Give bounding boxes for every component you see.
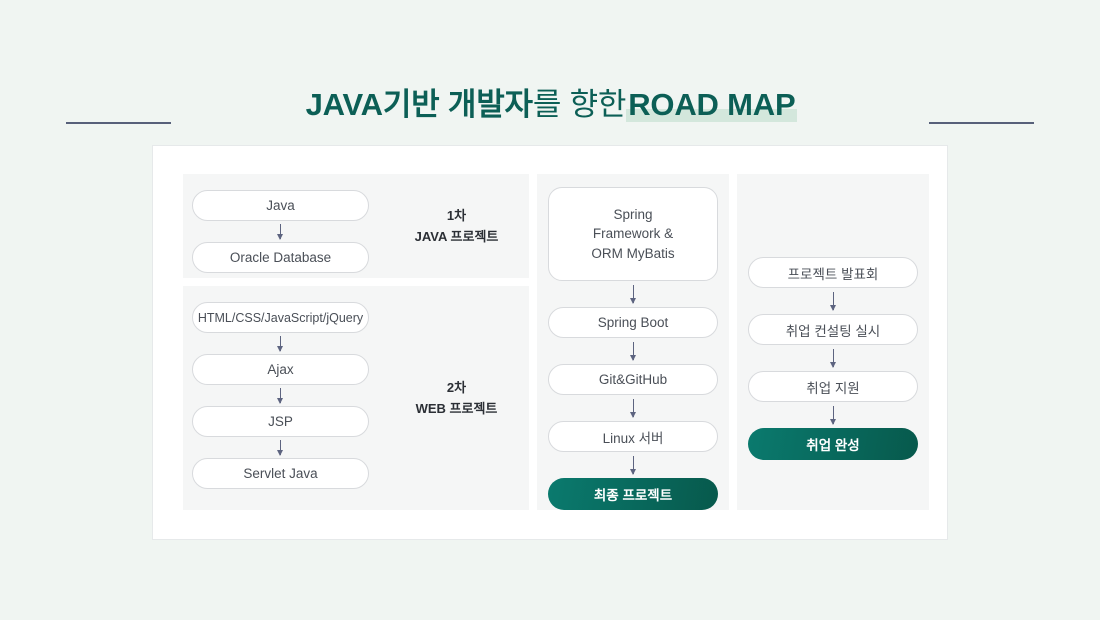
node-git-github[interactable]: Git&GitHub <box>548 364 718 395</box>
node-java[interactable]: Java <box>192 190 369 221</box>
phase-1-label-line1: 1차 <box>446 207 467 223</box>
header-rule-left <box>65 122 171 124</box>
arrow-down-icon <box>829 349 836 368</box>
arrow-down-icon <box>629 285 636 304</box>
node-employment-complete[interactable]: 취업 완성 <box>748 428 918 460</box>
roadmap-column-3: 프로젝트 발표회 취업 컨설팅 실시 취업 지원 취업 완성 <box>737 174 929 510</box>
phase-panel-1: Java Oracle Database 1차 JAVA 프로젝트 <box>183 174 529 278</box>
header-rule-right <box>929 122 1035 124</box>
phase-1-flow: Java Oracle Database <box>183 174 388 287</box>
roadmap-card: Java Oracle Database 1차 JAVA 프로젝트 HTML/C… <box>152 145 948 540</box>
node-project-presentation[interactable]: 프로젝트 발표회 <box>748 257 918 288</box>
node-spring-line1: Spring <box>613 206 653 222</box>
node-spring-line2: Framework & <box>592 226 674 242</box>
page-title-part1: JAVA <box>305 86 383 122</box>
phase-1-label: 1차 JAVA 프로젝트 <box>388 174 529 278</box>
page-title-highlight-text: ROAD MAP <box>628 86 796 122</box>
arrow-down-icon <box>277 440 283 456</box>
arrow-down-icon <box>277 388 283 404</box>
phase-panel-2: HTML/CSS/JavaScript/jQuery Ajax JSP Serv… <box>183 286 529 510</box>
arrow-down-icon <box>277 224 283 240</box>
phase-1-label-line2: JAVA 프로젝트 <box>414 229 499 244</box>
arrow-down-icon <box>629 399 636 418</box>
page-title-highlight: ROAD MAP <box>626 86 798 122</box>
page-title-part2: 기반 개발자 <box>382 86 533 122</box>
node-html-css-javascript-jquery[interactable]: HTML/CSS/JavaScript/jQuery <box>192 302 369 333</box>
node-spring-line3: ORM MyBatis <box>591 245 675 261</box>
node-final-project[interactable]: 최종 프로젝트 <box>548 478 718 510</box>
roadmap-columns: Java Oracle Database 1차 JAVA 프로젝트 HTML/C… <box>183 174 929 510</box>
node-employment-consulting[interactable]: 취업 컨설팅 실시 <box>748 314 918 345</box>
node-spring-boot[interactable]: Spring Boot <box>548 307 718 338</box>
arrow-down-icon <box>829 406 836 425</box>
phase-2-label-line2: WEB 프로젝트 <box>415 401 498 416</box>
node-servlet-java[interactable]: Servlet Java <box>192 458 369 489</box>
phase-2-label-line1: 2차 <box>446 379 467 395</box>
node-linux-server[interactable]: Linux 서버 <box>548 421 718 452</box>
node-oracle-database[interactable]: Oracle Database <box>192 242 369 273</box>
roadmap-column-2: Spring Framework & ORM MyBatis Spring Bo… <box>537 174 729 510</box>
phase-2-label: 2차 WEB 프로젝트 <box>388 286 529 510</box>
arrow-down-icon <box>829 292 836 311</box>
arrow-down-icon <box>277 336 283 352</box>
node-spring-framework-orm-mybatis[interactable]: Spring Framework & ORM MyBatis <box>548 187 718 281</box>
roadmap-column-1: Java Oracle Database 1차 JAVA 프로젝트 HTML/C… <box>183 174 529 510</box>
node-employment-support[interactable]: 취업 지원 <box>748 371 918 402</box>
arrow-down-icon <box>629 456 636 475</box>
page-title-part3: 를 향한 <box>532 86 627 122</box>
phase-2-flow: HTML/CSS/JavaScript/jQuery Ajax JSP Serv… <box>183 286 388 503</box>
node-ajax[interactable]: Ajax <box>192 354 369 385</box>
arrow-down-icon <box>629 342 636 361</box>
node-jsp[interactable]: JSP <box>192 406 369 437</box>
